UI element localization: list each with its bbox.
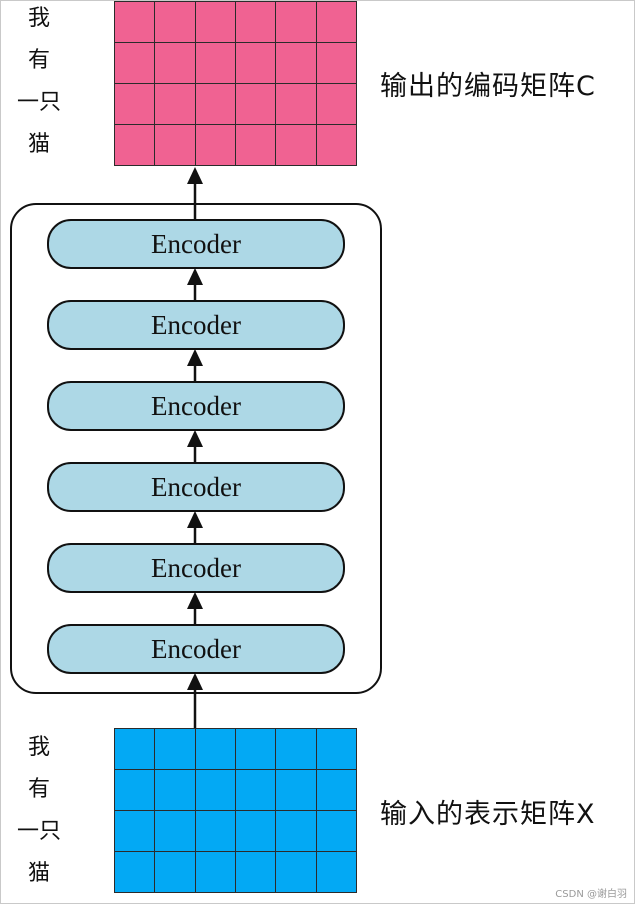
output-matrix-cell	[113, 83, 156, 125]
input-matrix-cell	[154, 851, 196, 893]
input-matrix-label: 输入的表示矩阵X	[380, 799, 596, 830]
output-matrix-cell	[275, 42, 317, 84]
input-token-1: 我	[28, 735, 51, 760]
output-token-2: 有	[28, 48, 51, 73]
input-matrix-cell	[275, 810, 317, 852]
input-matrix-cell	[275, 728, 317, 770]
input-token-3: 一只	[17, 819, 62, 844]
output-matrix-label: 输出的编码矩阵C	[380, 71, 596, 102]
input-matrix-cell	[154, 769, 196, 811]
output-token-1: 我	[28, 6, 51, 31]
input-matrix-cell	[194, 810, 236, 852]
arrowhead-encoder-1-to-2	[187, 592, 203, 609]
input-matrix-cell	[315, 728, 358, 770]
output-matrix-cell	[113, 42, 156, 84]
input-matrix-cell	[113, 728, 156, 770]
input-matrix-cell	[234, 728, 277, 770]
input-matrix-cell	[315, 851, 358, 893]
input-matrix-cell	[113, 769, 156, 811]
output-matrix-cell	[275, 1, 317, 43]
input-matrix-cell	[194, 769, 236, 811]
output-matrix-cell	[315, 1, 358, 43]
input-matrix-row	[113, 851, 358, 893]
input-matrix-cell	[275, 769, 317, 811]
output-matrix-cell	[234, 124, 277, 166]
output-matrix-cell	[113, 1, 156, 43]
output-matrix-cell	[275, 83, 317, 125]
encoder-block-6: Encoder	[47, 219, 345, 269]
input-matrix-cell	[234, 810, 277, 852]
encoder-block-3: Encoder	[47, 462, 345, 512]
arrowhead-input-to-encoder	[187, 673, 203, 690]
input-matrix-cell	[194, 728, 236, 770]
arrowhead-encoder-5-to-6	[187, 268, 203, 285]
arrowhead-encoder-4-to-5	[187, 349, 203, 366]
input-token-4: 猫	[28, 861, 51, 886]
input-matrix-cell	[315, 769, 358, 811]
output-matrix-cell	[234, 1, 277, 43]
input-matrix-row	[113, 728, 358, 770]
arrowhead-encoder-2-to-3	[187, 511, 203, 528]
encoder-block-5: Encoder	[47, 300, 345, 350]
input-matrix-cell	[154, 728, 196, 770]
input-matrix-cell	[113, 851, 156, 893]
output-matrix-c	[113, 1, 358, 166]
arrowhead-stack-to-output	[187, 167, 203, 184]
input-matrix-cell	[315, 810, 358, 852]
input-matrix-cell	[275, 851, 317, 893]
input-matrix-cell	[113, 810, 156, 852]
output-matrix-cell	[113, 124, 156, 166]
output-matrix-cell	[194, 1, 236, 43]
output-matrix-cell	[194, 124, 236, 166]
output-matrix-cell	[194, 42, 236, 84]
watermark: CSDN @谢白羽	[555, 889, 627, 900]
input-token-2: 有	[28, 777, 51, 802]
input-matrix-cell	[154, 810, 196, 852]
input-matrix-row	[113, 810, 358, 852]
output-matrix-cell	[315, 124, 358, 166]
output-matrix-row	[113, 124, 358, 166]
input-matrix-cell	[234, 851, 277, 893]
input-matrix-row	[113, 769, 358, 811]
output-matrix-row	[113, 1, 358, 43]
input-matrix-cell	[234, 769, 277, 811]
encoder-block-4: Encoder	[47, 381, 345, 431]
encoder-block-2: Encoder	[47, 543, 345, 593]
output-token-3: 一只	[17, 90, 62, 115]
arrowhead-encoder-3-to-4	[187, 430, 203, 447]
encoder-block-1: Encoder	[47, 624, 345, 674]
output-matrix-cell	[154, 124, 196, 166]
output-token-4: 猫	[28, 132, 51, 157]
input-matrix-x	[113, 728, 358, 893]
output-matrix-cell	[234, 42, 277, 84]
output-matrix-cell	[194, 83, 236, 125]
input-matrix-cell	[194, 851, 236, 893]
output-matrix-cell	[154, 1, 196, 43]
output-matrix-cell	[315, 42, 358, 84]
output-matrix-row	[113, 42, 358, 84]
